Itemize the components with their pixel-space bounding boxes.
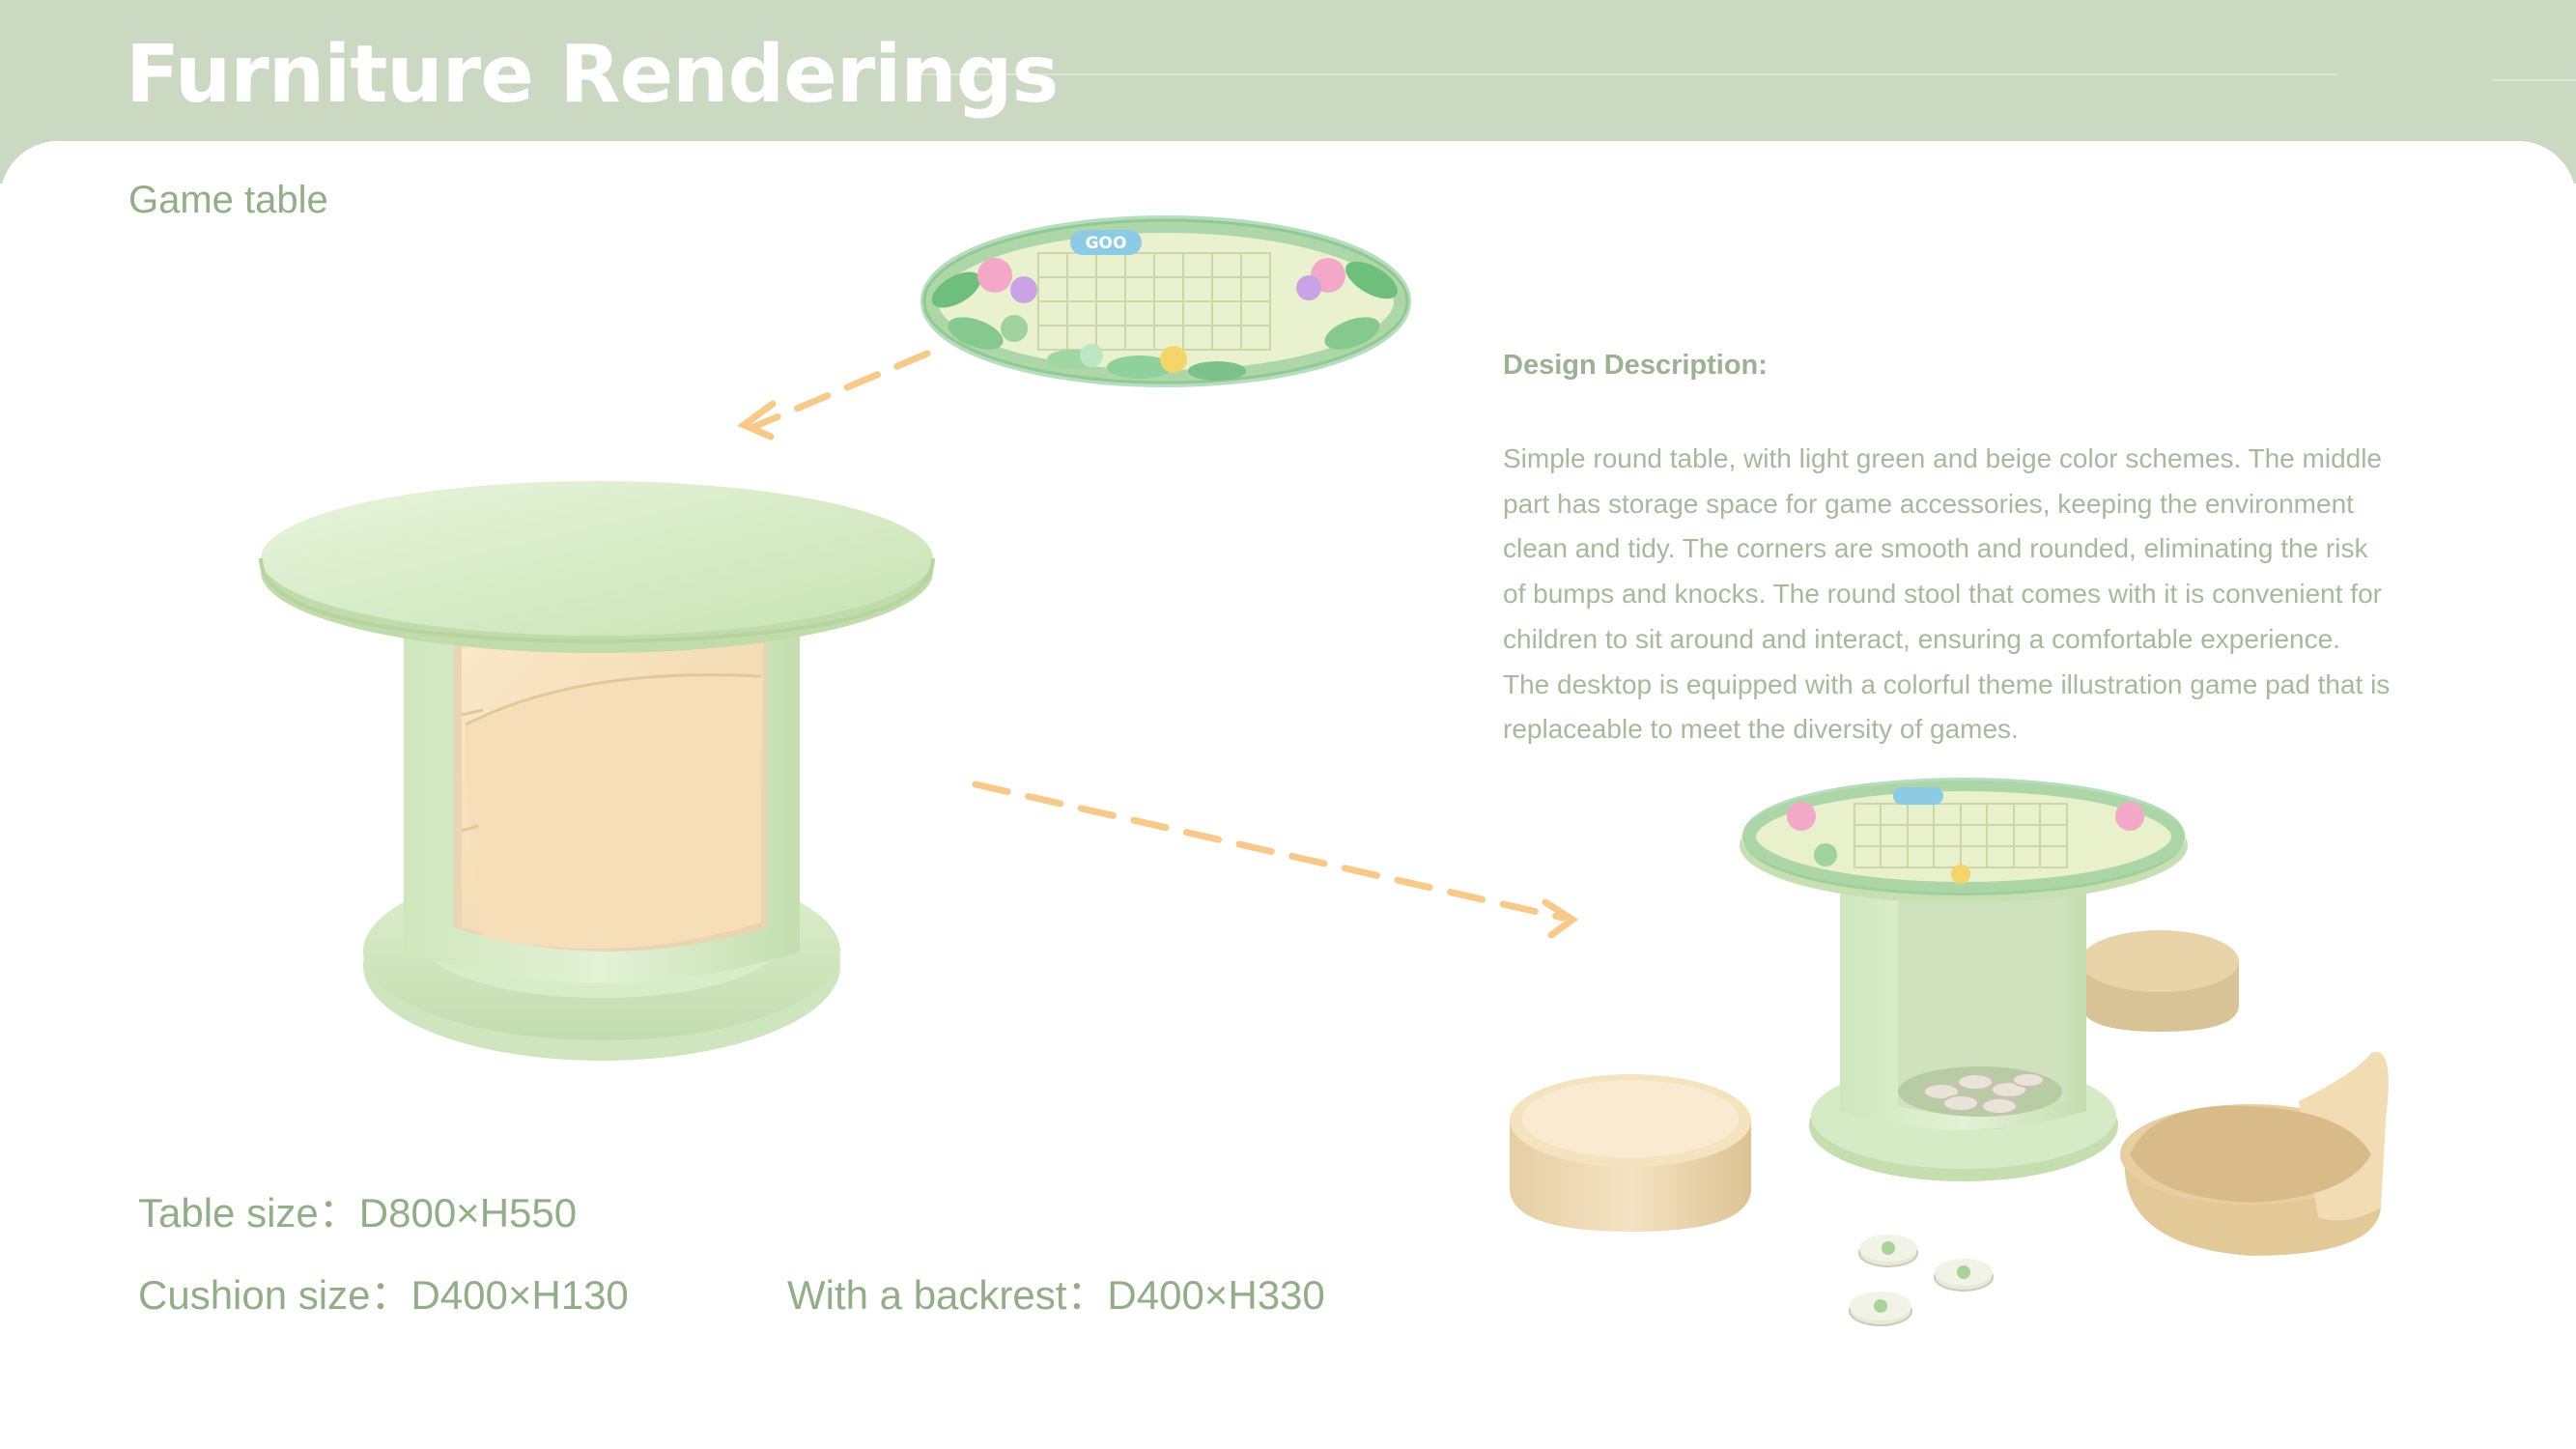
description-heading: Design Description: (1503, 350, 1768, 381)
arrow-table-to-set (972, 781, 1579, 939)
game-pad-badge-text: GOO (1086, 234, 1127, 253)
cushion-size-spec: Cushion size：D400×H130 (138, 1272, 629, 1318)
game-table-render (259, 481, 935, 1061)
header-divider-right (2492, 79, 2576, 81)
header-divider (908, 73, 2337, 75)
game-pad-illustration: GOO (920, 215, 1411, 387)
table-set-render (1510, 778, 2389, 1326)
page-title: Furniture Renderings (126, 29, 1059, 121)
arrow-pad-to-table (736, 350, 931, 440)
section-subtitle: Game table (128, 179, 328, 221)
description-body: Simple round table, with light green and… (1503, 443, 2391, 745)
table-size-spec: Table size：D800×H550 (138, 1190, 578, 1236)
game-tokens (1849, 1235, 1994, 1326)
backrest-size-spec: With a backrest：D400×H330 (787, 1272, 1325, 1318)
